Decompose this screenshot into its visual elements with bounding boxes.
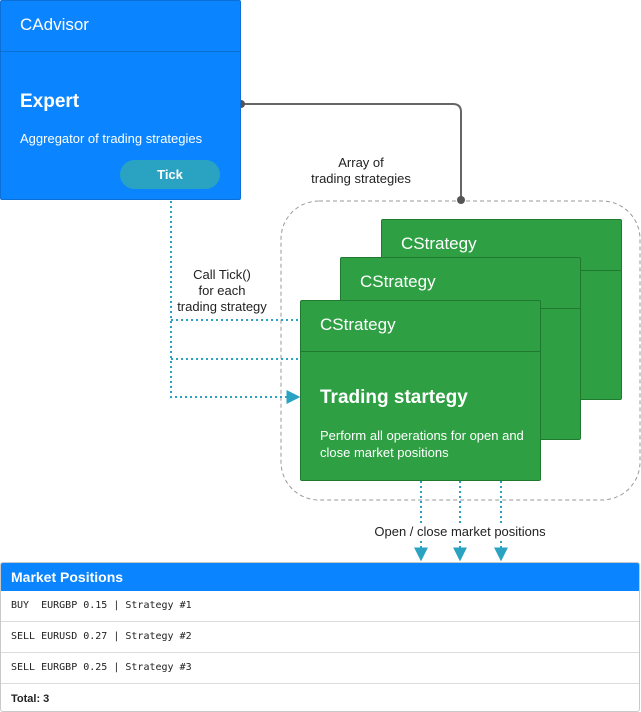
strategy-card-3-class-name: CStrategy xyxy=(401,234,477,253)
call-line-main xyxy=(170,201,301,404)
market-positions-title: Market Positions xyxy=(1,563,639,591)
array-label-line-2: trading strategies xyxy=(311,171,411,186)
array-label-line-1: Array of xyxy=(338,155,384,170)
position-row[interactable]: SELL EURGBP 0.25 | Strategy #3 xyxy=(1,653,639,684)
array-label: Array of trading strategies xyxy=(296,155,426,187)
connector-end-dot xyxy=(457,196,465,204)
call-label: Call Tick() for each trading strategy xyxy=(160,267,284,315)
strategy-card-1-class-name: CStrategy xyxy=(320,315,396,334)
strategy-card-1: CStrategy Trading startegy Perform all o… xyxy=(300,300,541,481)
advisor-header: CAdvisor xyxy=(1,1,240,52)
strategy-card-2-class-name: CStrategy xyxy=(360,272,436,291)
advisor-title: Expert xyxy=(20,91,80,112)
aggregation-connector xyxy=(241,103,462,200)
position-row[interactable]: BUY EURGBP 0.15 | Strategy #1 xyxy=(1,591,639,622)
advisor-description: Aggregator of trading strategies xyxy=(20,131,203,146)
strategy-title: Trading startegy xyxy=(320,387,468,408)
position-row[interactable]: SELL EURUSD 0.27 | Strategy #2 xyxy=(1,622,639,653)
market-positions-panel: Market Positions BUY EURGBP 0.15 | Strat… xyxy=(0,562,640,712)
call-label-line-1: Call Tick() xyxy=(193,267,251,282)
positions-total: Total: 3 xyxy=(11,693,50,705)
advisor-box: CAdvisor Expert Aggregator of trading st… xyxy=(0,0,241,200)
strategy-description: Perform all operations for open and clos… xyxy=(320,428,524,460)
tick-button[interactable]: Tick xyxy=(120,160,220,189)
advisor-class-name: CAdvisor xyxy=(20,15,89,34)
strategy-card-1-header: CStrategy xyxy=(301,301,540,352)
positions-label: Open / close market positions xyxy=(360,524,560,540)
call-label-line-3: trading strategy xyxy=(177,299,267,314)
call-label-line-2: for each xyxy=(198,283,246,298)
